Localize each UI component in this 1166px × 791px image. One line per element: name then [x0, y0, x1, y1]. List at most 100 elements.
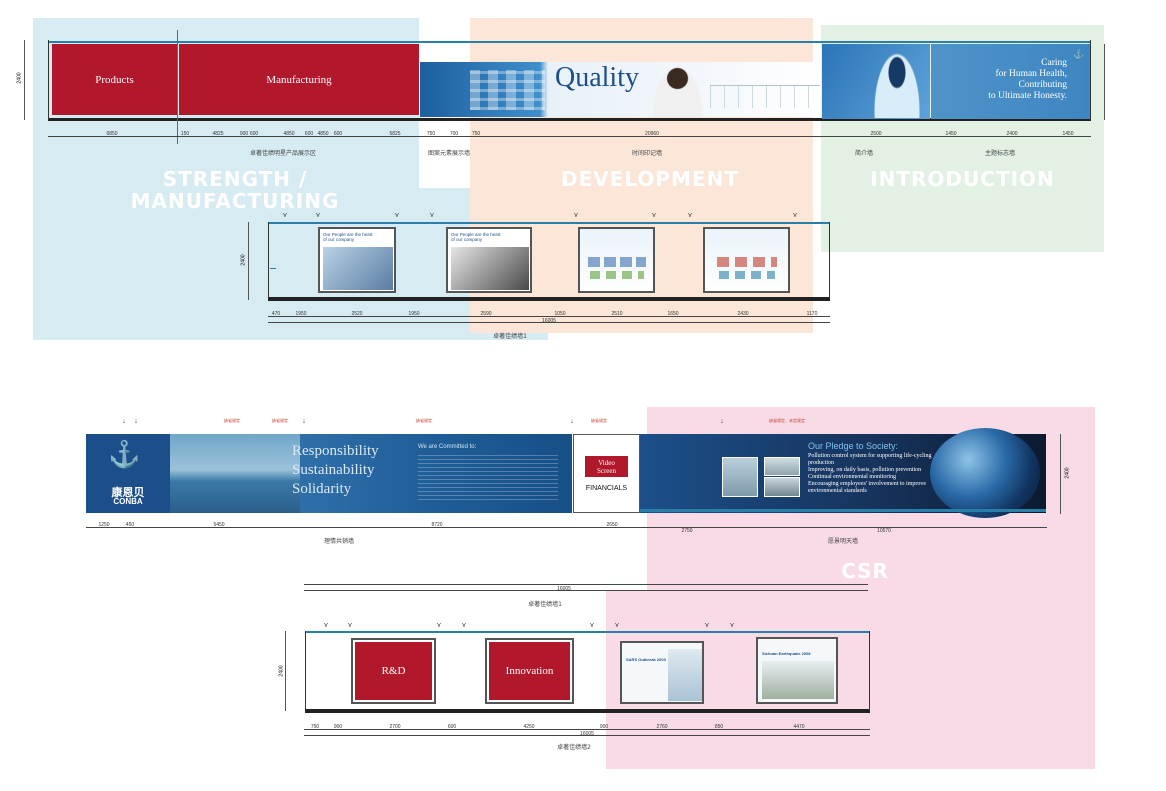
dim: 700	[449, 131, 459, 137]
hanger-icon: ⋎	[729, 622, 735, 629]
dim: 1250	[98, 522, 110, 528]
dim: 470	[271, 311, 281, 317]
dim: 900	[599, 724, 609, 730]
caption-wall5: 卓著佳绩墙2	[557, 744, 591, 751]
caption-elements-wall: 图案元素展示墙	[427, 150, 471, 157]
dim: 1170	[806, 311, 818, 317]
hanger-icon: ⋎	[792, 212, 798, 219]
annotation-note: 缺省规定	[224, 418, 240, 423]
wall1-height-label: 2400	[16, 72, 23, 84]
dim: 4250	[523, 724, 535, 730]
hanger-icon: ⋎	[687, 212, 693, 219]
hanger-icon: ⋎	[394, 212, 400, 219]
values-text: Responsibility Sustainability Solidarity	[292, 443, 379, 497]
hanger-icon: ⋎	[315, 212, 321, 219]
wall5-height-label: 2400	[278, 665, 285, 677]
earthquake-poster: Sichuan Earthquake 2008	[756, 637, 838, 704]
conba-logo-icon: ⚓	[108, 439, 141, 469]
committed-heading: We are Committed to:	[418, 444, 477, 450]
annotation-note: 缺省规定、未定规定	[769, 418, 805, 423]
hanger-icon: ⋎	[429, 212, 435, 219]
hanger-icon: ⋎	[651, 212, 657, 219]
annotation-note: 缺省规定	[416, 418, 432, 423]
conba-small-logo-icon: ⚓	[1073, 49, 1085, 59]
conba-logo-en: CONBA	[113, 497, 143, 506]
partners-poster-2	[703, 227, 790, 293]
annotation-note: 缺省规定	[272, 418, 288, 423]
dim: 150	[180, 131, 190, 137]
dim: 2400	[1006, 131, 1018, 137]
dim: 5825	[389, 131, 401, 137]
wall2-height-label: 2400	[240, 254, 247, 266]
dim: 1450	[1062, 131, 1074, 137]
hanger-icon: ⋎	[436, 622, 442, 629]
caring-panel	[931, 44, 1090, 119]
caption-right-wall: 愿景明天墙	[827, 538, 859, 545]
dim: 8720	[431, 522, 443, 528]
caption-left-wall: 理情共销墙	[323, 538, 355, 545]
dim: 2750	[681, 528, 693, 534]
pledge-title: Our Pledge to Society:	[808, 441, 899, 451]
dim: 600	[333, 131, 343, 137]
dim: 4825	[212, 131, 224, 137]
dim: 1650	[667, 311, 679, 317]
innovation-panel: Innovation	[489, 642, 570, 700]
caption-theme-wall: 主题标志墙	[984, 150, 1016, 157]
dim: 750	[471, 131, 481, 137]
rd-frame: R&D	[351, 638, 436, 704]
video-screen: Video Screen	[585, 456, 628, 477]
conba-logo-cn: 康恩贝	[111, 487, 145, 499]
hanger-icon: ⋎	[323, 622, 329, 629]
zone-title-strength: STRENGTH / MANUFACTURING	[130, 167, 340, 213]
dim: 4470	[793, 724, 805, 730]
financials-label: FINANCIALS	[585, 485, 628, 492]
hanger-icon: ↓	[720, 418, 724, 425]
people-poster-2: Our People are the heart of our company	[446, 227, 532, 293]
dim: 1950	[408, 311, 420, 317]
pledge-list: Pollution control system for supporting …	[808, 453, 932, 494]
dim: 2650	[606, 522, 618, 528]
factory-photo-3	[764, 477, 800, 497]
products-panel: Products	[52, 44, 177, 115]
hanger-icon: ⋎	[461, 622, 467, 629]
factory-photo-1	[722, 457, 758, 497]
conba-logo-panel	[86, 434, 170, 513]
dim: 900	[239, 131, 249, 137]
dim: 850	[714, 724, 724, 730]
dim: 2590	[480, 311, 492, 317]
sars-poster: SARS Outbreak 2003	[620, 641, 704, 704]
dim: 20960	[645, 131, 659, 137]
dim: 2500	[870, 131, 882, 137]
hanger-icon: ⋎	[347, 622, 353, 629]
caption-timeline-wall: 时间印记墙	[631, 150, 663, 157]
scientist-figure	[650, 62, 705, 117]
caring-text: Caring for Human Health, Contributing to…	[988, 58, 1067, 101]
dim: 600	[447, 724, 457, 730]
dim: 2510	[611, 311, 623, 317]
zone-title-introduction: INTRODUCTION	[870, 167, 1055, 191]
dim: 5450	[213, 522, 225, 528]
dim: 2520	[351, 311, 363, 317]
innovation-frame: Innovation	[485, 638, 574, 704]
dim: 1950	[295, 311, 307, 317]
dim-total: 16005	[580, 731, 594, 737]
dim: 450	[125, 522, 135, 528]
partners-poster-1	[578, 227, 655, 293]
hanger-icon: ⋎	[573, 212, 579, 219]
dim: 2760	[656, 724, 668, 730]
dim: 1050	[554, 311, 566, 317]
dim: 600	[304, 131, 314, 137]
hanger-icon: ↓	[570, 418, 574, 425]
dim: 2430	[737, 311, 749, 317]
wall3-height-label: 2400	[1064, 467, 1071, 479]
hanger-icon: ⋎	[589, 622, 595, 629]
values-panel	[300, 434, 572, 513]
committed-text-block	[418, 455, 558, 500]
sars-poster-title: SARS Outbreak 2003	[626, 657, 666, 662]
dim: 600	[249, 131, 259, 137]
beach-photo	[170, 434, 300, 513]
dim-total: 16005	[542, 318, 556, 324]
dim: 1450	[945, 131, 957, 137]
dim: 4850	[283, 131, 295, 137]
goggles-figure	[872, 48, 922, 118]
